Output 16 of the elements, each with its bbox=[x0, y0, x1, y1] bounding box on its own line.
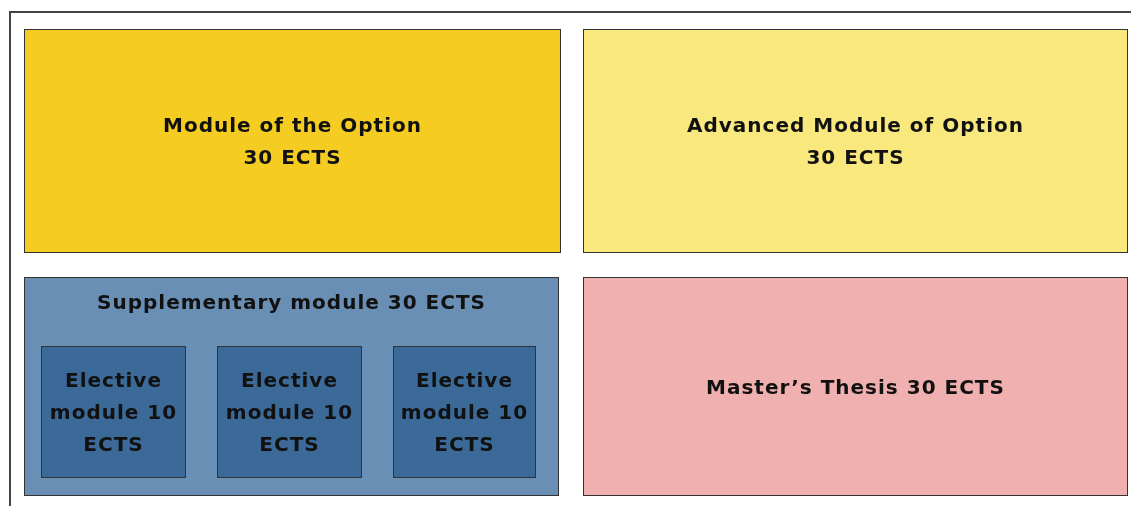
credit-label: 30 ECTS bbox=[243, 144, 342, 171]
elective-module-box bbox=[393, 346, 536, 478]
module-title: Elective module 10 ECTS bbox=[399, 367, 530, 458]
elective-module-box bbox=[217, 346, 362, 478]
module-title: Module of the Option bbox=[163, 112, 422, 139]
module-title: Master’s Thesis 30 ECTS bbox=[706, 373, 1005, 401]
elective-module-box bbox=[41, 346, 186, 478]
module-title: Supplementary module 30 ECTS bbox=[97, 289, 486, 316]
module-box bbox=[583, 29, 1128, 253]
module-box bbox=[24, 29, 561, 253]
module-group-box bbox=[24, 277, 559, 496]
module-title: Elective module 10 ECTS bbox=[224, 367, 355, 458]
module-box bbox=[583, 277, 1128, 496]
credit-label: 30 ECTS bbox=[806, 144, 905, 171]
module-title: Elective module 10 ECTS bbox=[48, 367, 179, 458]
module-title: Advanced Module of Option bbox=[687, 112, 1024, 139]
